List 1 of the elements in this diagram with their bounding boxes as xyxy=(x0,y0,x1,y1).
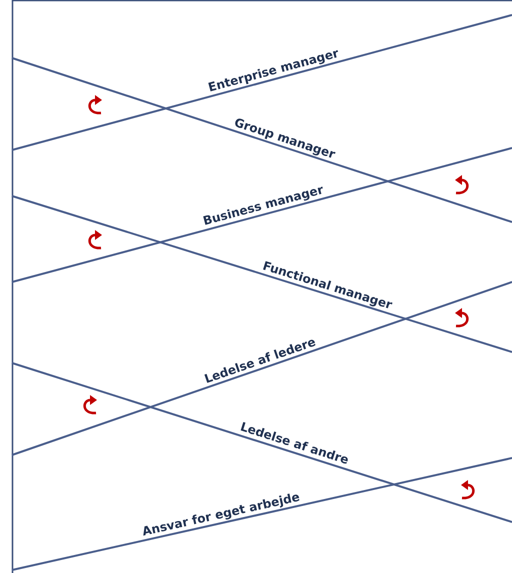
line-label: Ansvar for eget arbejde xyxy=(140,490,300,539)
